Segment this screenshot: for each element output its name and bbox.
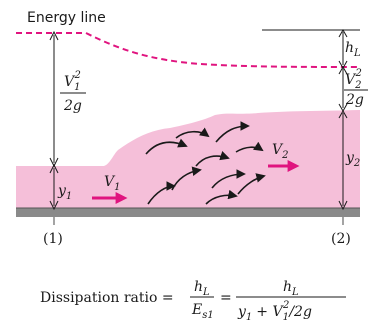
v2-label: V2 xyxy=(272,142,289,161)
v2-head-label: V22 2g xyxy=(344,68,368,108)
energy-line xyxy=(16,32,361,68)
svg-text:2g: 2g xyxy=(345,92,364,108)
v1-head-label: V12 2g xyxy=(60,70,86,114)
svg-text:hL: hL xyxy=(194,279,210,298)
svg-text:=: = xyxy=(220,290,232,306)
section-1-label: (1) xyxy=(43,231,63,247)
y2-label: y2 xyxy=(345,150,360,169)
svg-text:V22: V22 xyxy=(345,68,362,91)
svg-text:2g: 2g xyxy=(63,98,82,114)
dissipation-ratio-formula: Dissipation ratio = hL Es1 = hL y1+ V12/… xyxy=(40,279,346,323)
water-region xyxy=(16,110,360,208)
svg-text:Dissipation ratio =: Dissipation ratio = xyxy=(40,290,174,306)
svg-text:hL: hL xyxy=(283,279,299,298)
y1-label: y1 xyxy=(57,183,72,202)
section-2-label: (2) xyxy=(331,231,351,247)
svg-text:V12: V12 xyxy=(64,70,81,93)
v1-label: V1 xyxy=(104,174,121,193)
channel-bed xyxy=(16,208,360,217)
svg-text:y1+ V12/2g: y1+ V12/2g xyxy=(237,300,312,323)
turbulence-arrows xyxy=(145,121,266,205)
hL-label: hL xyxy=(345,40,361,59)
energy-line-label: Energy line xyxy=(27,10,106,26)
svg-text:Es1: Es1 xyxy=(191,302,214,321)
